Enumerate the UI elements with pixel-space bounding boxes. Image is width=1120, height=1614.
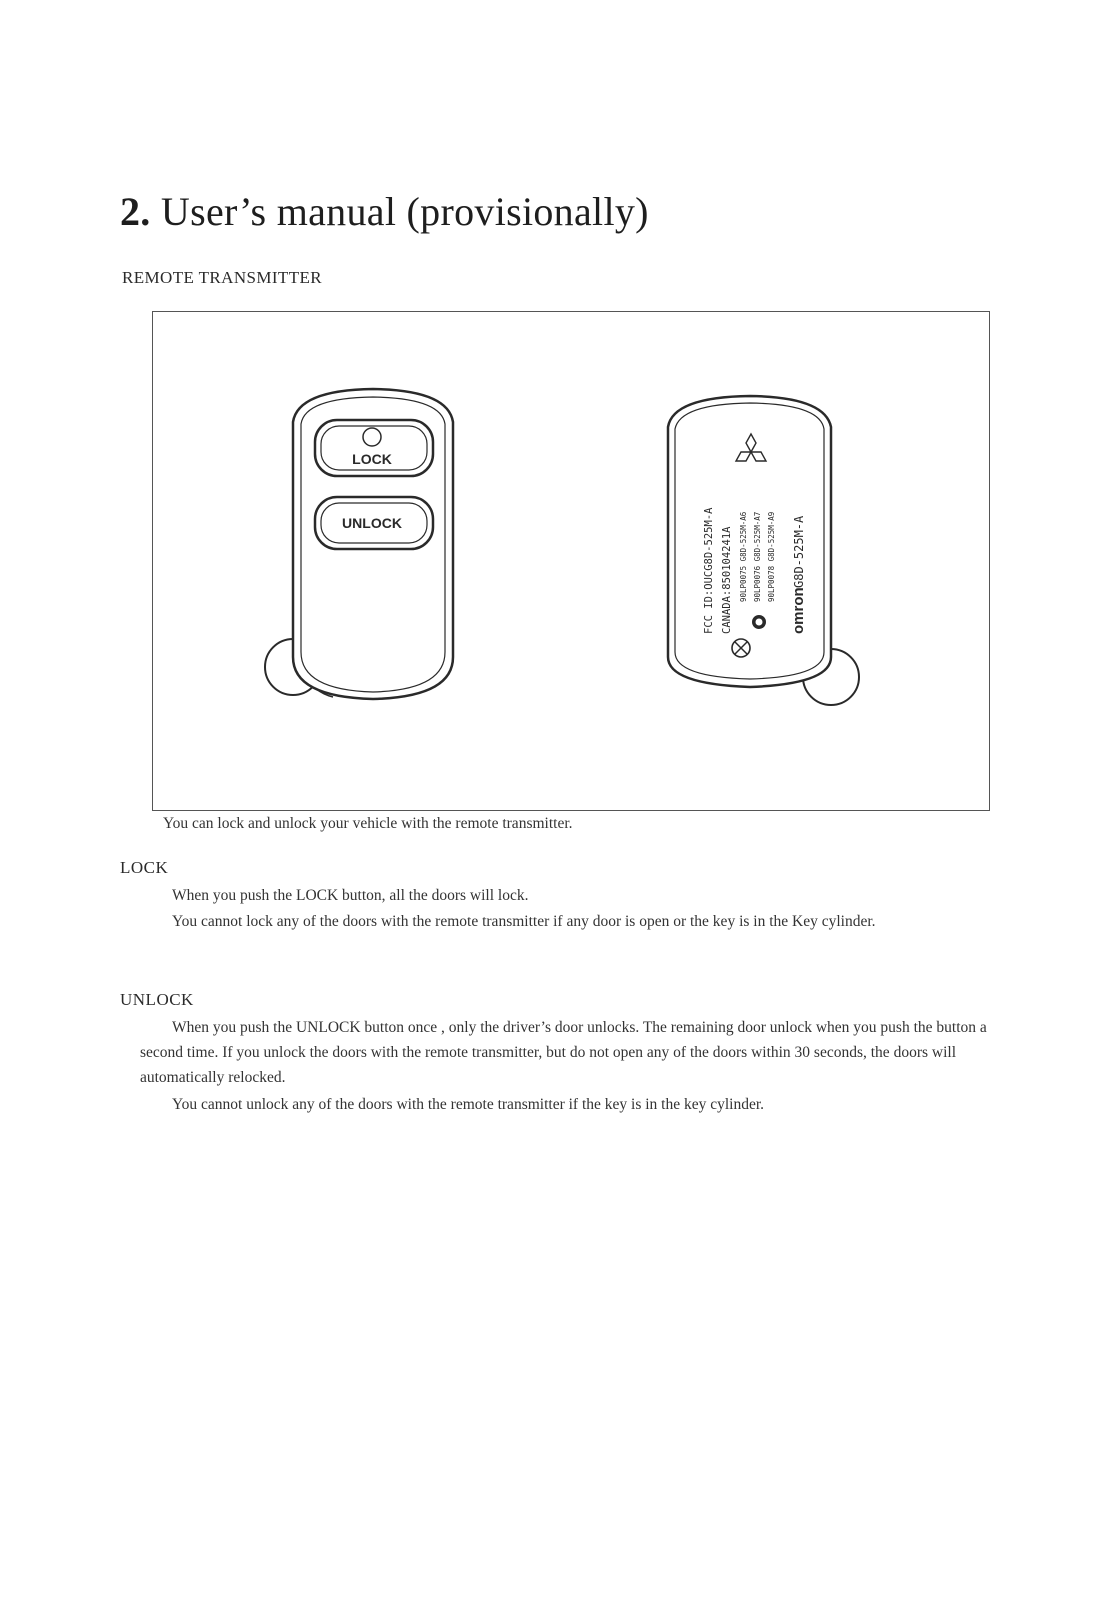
- brand-emblem-icon: [734, 432, 768, 462]
- title-number: 2.: [120, 189, 151, 234]
- page-title: 2. User’s manual (provisionally): [120, 188, 649, 235]
- unlock-heading: UNLOCK: [120, 990, 194, 1009]
- unlock-button-label: UNLOCK: [342, 515, 402, 531]
- figure-caption: You can lock and unlock your vehicle wit…: [163, 815, 573, 832]
- lock-paragraph-2: You cannot lock any of the doors with th…: [172, 913, 876, 930]
- transmitter-illustration: LOCK UNLOCK FCC ID:OUCG8D-525M-A CANADA:…: [264, 387, 860, 706]
- lock-button-outline: [313, 418, 435, 478]
- remote-back: FCC ID:OUCG8D-525M-A CANADA:850104241A 9…: [666, 394, 860, 706]
- back-line-1: FCC ID:OUCG8D-525M-A: [703, 507, 715, 634]
- led-indicator: [362, 427, 382, 447]
- lock-paragraph-1: When you push the LOCK button, all the d…: [172, 887, 529, 904]
- model-label: G8D-525M-A: [792, 515, 806, 588]
- unlock-paragraph-2: You cannot unlock any of the doors with …: [172, 1096, 765, 1113]
- back-line-3: 90LP0075 G8D-525M-A6: [739, 511, 748, 602]
- back-line-4: 90LP0076 G8D-525M-A7: [753, 512, 762, 602]
- unlock-paragraph-1: When you push the UNLOCK button once , o…: [140, 1019, 987, 1086]
- disposal-mark-icon: [731, 638, 751, 658]
- section-heading: REMOTE TRANSMITTER: [122, 268, 323, 287]
- lock-heading: LOCK: [120, 858, 169, 877]
- back-line-5: 90LP0078 G8D-525M-A9: [767, 512, 776, 602]
- lock-button-label: LOCK: [352, 451, 392, 467]
- unlock-button-outline: [313, 495, 435, 551]
- remote-front: LOCK UNLOCK: [264, 387, 455, 701]
- title-text: User’s manual (provisionally): [160, 189, 649, 234]
- figure-box: LOCK UNLOCK FCC ID:OUCG8D-525M-A CANADA:…: [152, 311, 990, 811]
- back-line-2: CANADA:850104241A: [721, 526, 733, 634]
- brand-label: omron: [790, 587, 807, 634]
